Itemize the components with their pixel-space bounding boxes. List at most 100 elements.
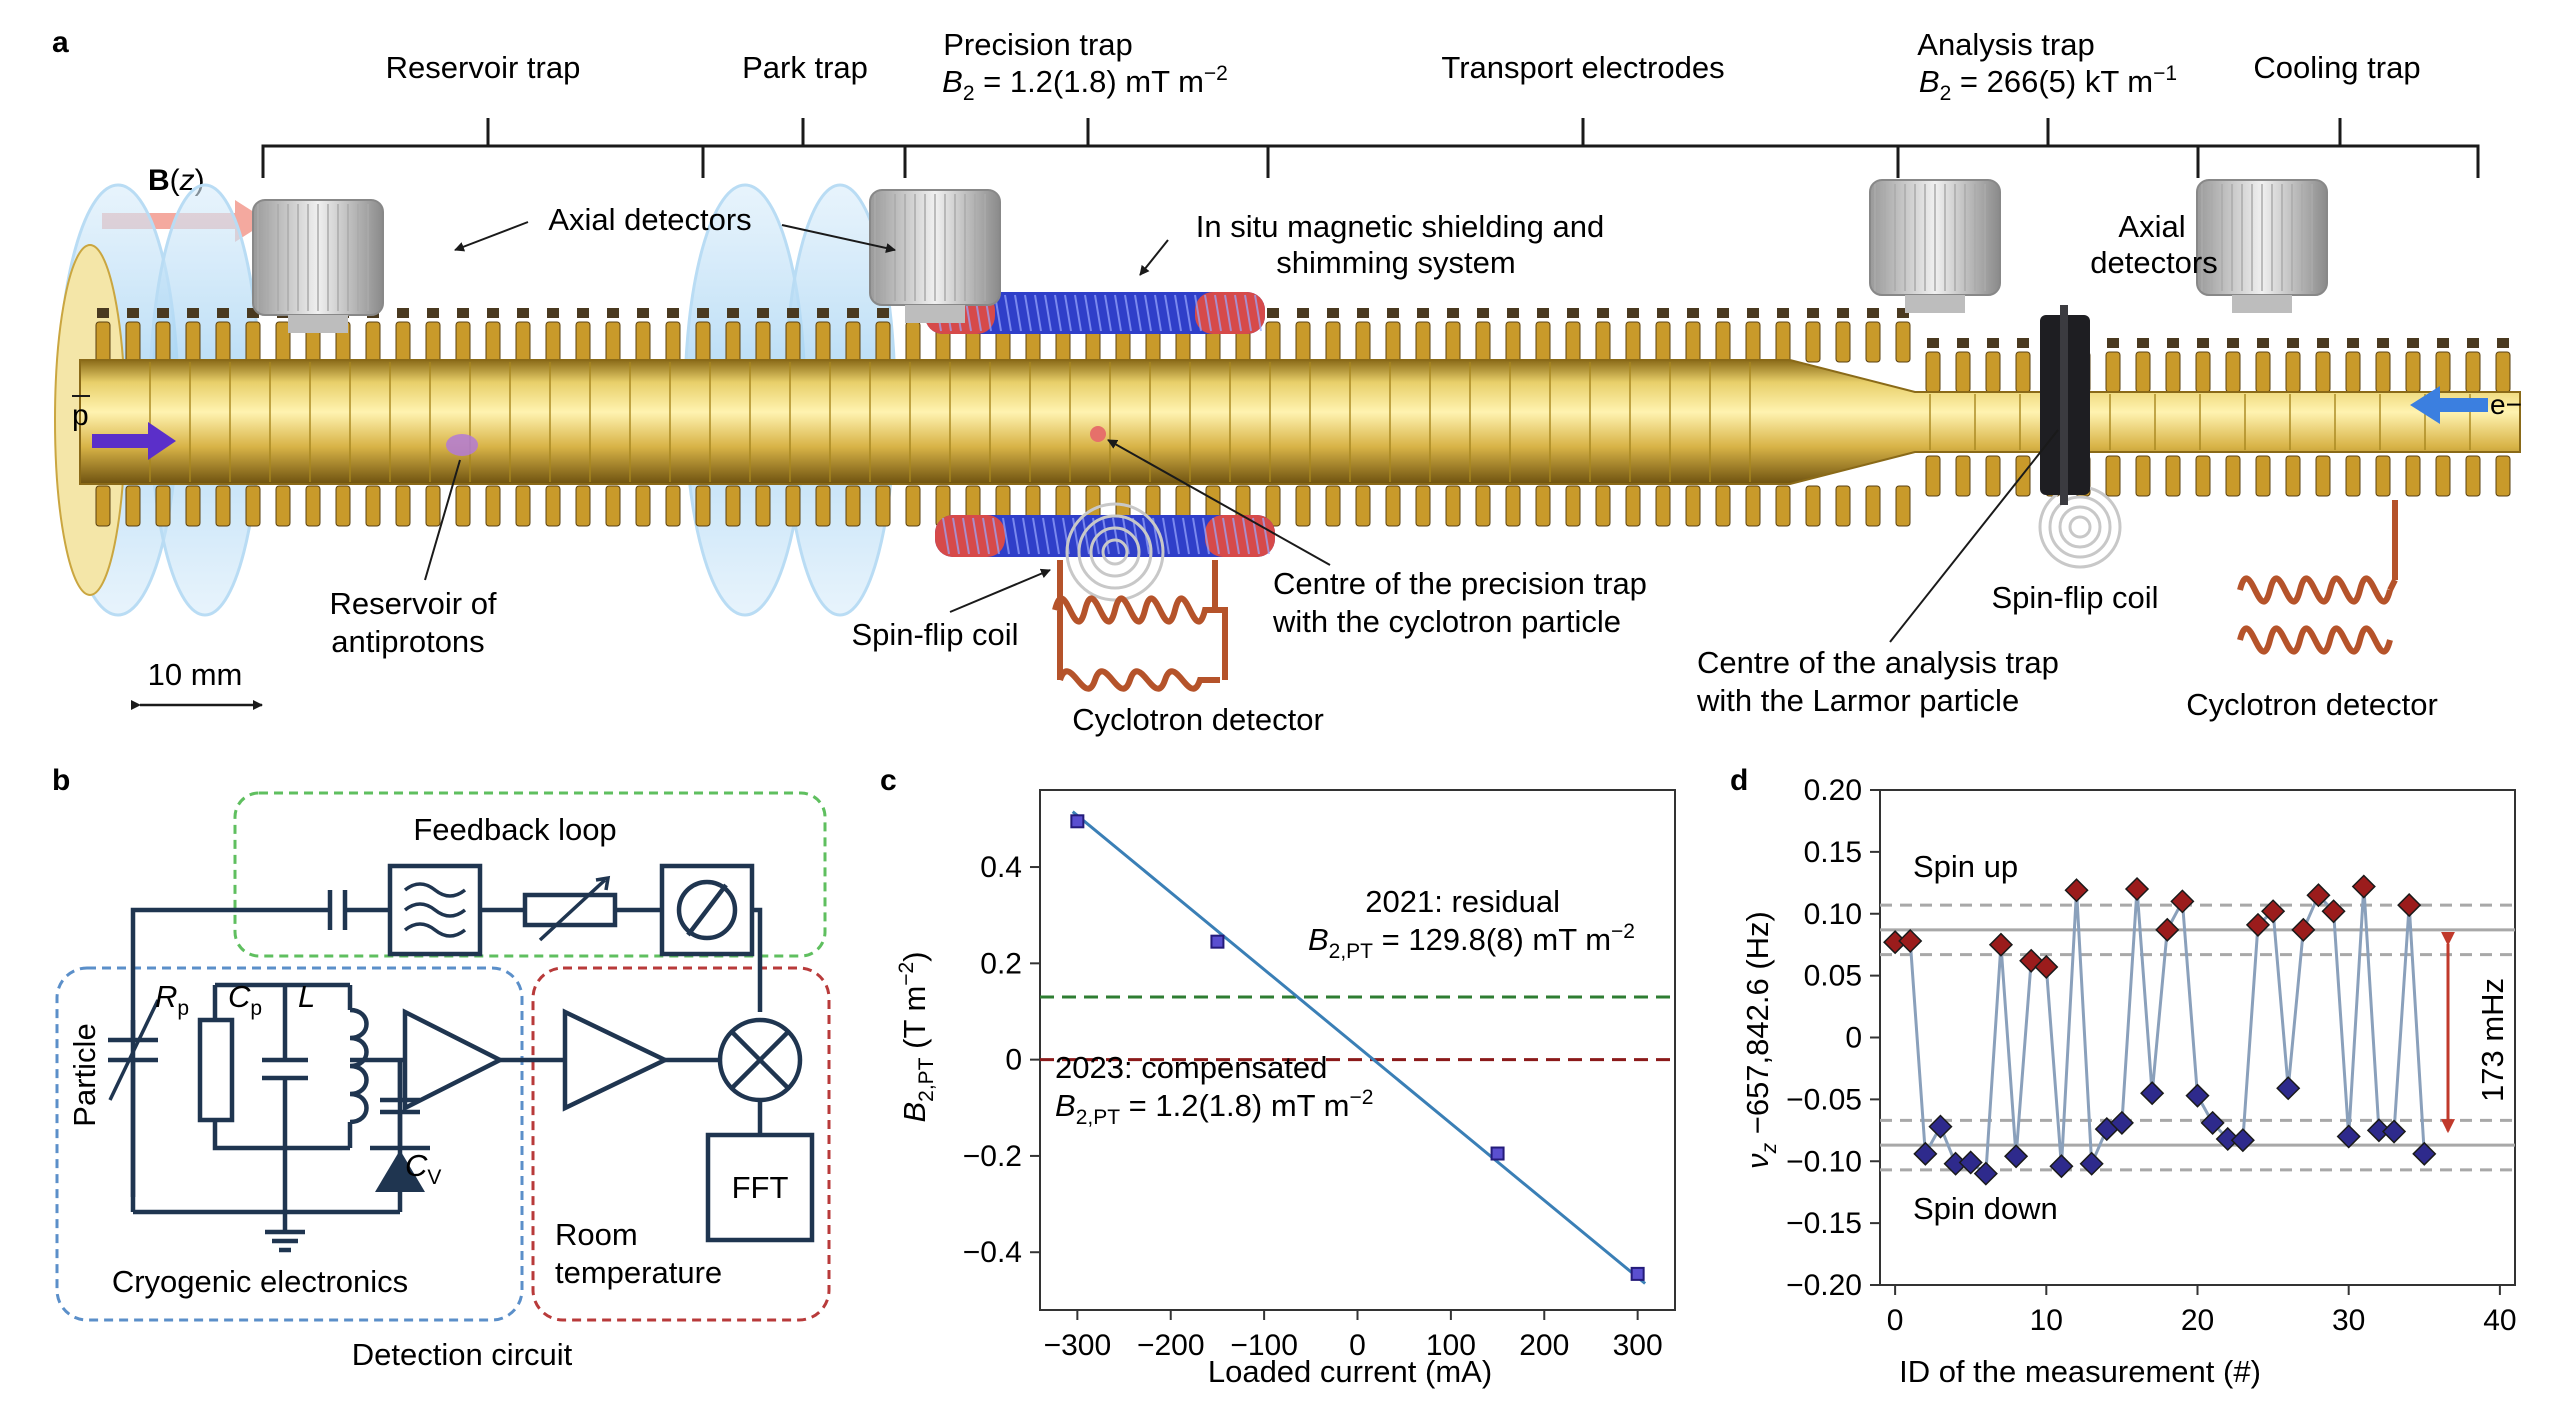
coil-winding xyxy=(1252,517,1260,555)
coil-winding xyxy=(1214,294,1222,332)
electron-label: e− xyxy=(2490,389,2522,420)
electron-arrow: e− xyxy=(2410,386,2522,424)
electrode-tooth xyxy=(2135,351,2151,393)
brace-reservoir xyxy=(261,118,705,178)
circuit xyxy=(108,863,815,1253)
cv-label: CV xyxy=(405,1148,441,1189)
chart-d-spin-down-point xyxy=(2366,1118,2391,1143)
brace-park xyxy=(701,118,907,178)
chart-d-spin-down-point xyxy=(2185,1083,2210,1108)
panel-letter-c: c xyxy=(880,764,897,797)
panel-a: a Reservoir trap Park trap Precision tra… xyxy=(52,26,2522,737)
electrode-tooth xyxy=(905,485,921,527)
electrode-cap xyxy=(1357,308,1369,318)
scale-bar-label: 10 mm xyxy=(148,657,243,692)
electrode-cap xyxy=(1447,308,1459,318)
chart-d-spin-down-point xyxy=(2109,1110,2134,1135)
electrode-tooth xyxy=(1475,485,1491,527)
section-label-analysis: Analysis trap xyxy=(1917,27,2094,62)
chart-d-spin-down-point xyxy=(2230,1128,2255,1153)
cyclotron-particle xyxy=(1090,426,1106,442)
chart-d-spin-down-point xyxy=(2049,1154,2074,1179)
spin-flip-coil-right-label: Spin-flip coil xyxy=(1991,580,2158,615)
electrode-cap xyxy=(607,308,619,318)
electrode-tooth xyxy=(2345,455,2361,497)
electrode-tooth xyxy=(185,485,201,527)
electrode-tooth xyxy=(425,321,441,363)
varactor-diode xyxy=(375,1150,425,1192)
electrode-tooth xyxy=(245,321,261,363)
electrode-cap xyxy=(97,308,109,318)
electrode-tooth xyxy=(1535,485,1551,527)
trap-tube xyxy=(79,359,2521,485)
coil-winding xyxy=(1032,517,1040,555)
coil-winding xyxy=(1192,517,1200,555)
chart-c-xtick-label: −100 xyxy=(1230,1329,1298,1362)
feedback-loop-box xyxy=(233,791,827,958)
electrode-tooth xyxy=(905,321,921,363)
chart-d-spin-up-point xyxy=(2397,893,2422,918)
electrode-tooth xyxy=(2495,351,2511,393)
electrode-tooth xyxy=(155,485,171,527)
electrode-tooth xyxy=(1445,321,1461,363)
feedback-loop-label: Feedback loop xyxy=(413,812,616,847)
chart-d-spin-up-point xyxy=(2245,912,2271,937)
section-label-reservoir: Reservoir trap xyxy=(386,50,581,85)
coil-winding xyxy=(952,517,960,555)
chart-d-spin-up-point xyxy=(2064,878,2089,903)
electrode-cap xyxy=(247,308,259,318)
chart-d-spin-up-point xyxy=(2321,899,2346,924)
electrode-tooth xyxy=(2345,351,2361,393)
precision-centre-label-2: with the cyclotron particle xyxy=(1272,604,1621,639)
coil-winding xyxy=(1124,294,1132,332)
electrode-cap xyxy=(1567,308,1579,318)
electrode-tooth xyxy=(485,485,501,527)
electrode-tooth xyxy=(2375,455,2391,497)
coil-winding xyxy=(1134,294,1142,332)
cylinder-mount xyxy=(2232,295,2292,313)
electrode-tooth xyxy=(2375,351,2391,393)
chart-c-annotation-2021-2: B2,PT = 129.8(8) mT m−2 xyxy=(1308,920,1635,963)
chart-c-xtick-label: −200 xyxy=(1137,1329,1205,1362)
electrode-cap xyxy=(1267,308,1279,318)
electrode-cap xyxy=(1987,338,1999,348)
coil-winding xyxy=(1244,294,1252,332)
reservoir-label-2: antiprotons xyxy=(331,624,484,659)
chart-c-ytick-label: −0.2 xyxy=(963,1140,1022,1173)
coil-winding xyxy=(1222,517,1230,555)
coil-winding xyxy=(1202,517,1210,555)
electrode-cap xyxy=(127,308,139,318)
coil-winding xyxy=(1082,517,1090,555)
cp-label: Cp xyxy=(228,979,262,1020)
coil-winding xyxy=(1002,517,1010,555)
electrode-tooth xyxy=(1385,485,1401,527)
electrode-tooth xyxy=(1925,351,1941,393)
chart-d-xtick-label: 30 xyxy=(2332,1304,2365,1337)
electrode-cap xyxy=(2227,338,2239,348)
electrode-tooth xyxy=(785,485,801,527)
section-label-park: Park trap xyxy=(742,50,868,85)
axial-detectors-right-label-2: detectors xyxy=(2090,245,2218,280)
electrode-tooth xyxy=(305,485,321,527)
chart-d-spin-down-point xyxy=(2200,1110,2225,1135)
brace-precision xyxy=(903,118,1270,178)
chart-d-spin-down-point xyxy=(2412,1141,2437,1166)
electrode-tooth xyxy=(1715,321,1731,363)
chart-d-spin-up-point xyxy=(2034,954,2059,980)
panel-b: b Feedback loop xyxy=(52,764,831,1372)
chart-d-spin-up-point xyxy=(2155,917,2180,942)
electrode-tooth xyxy=(2435,351,2451,393)
electrode-tooth xyxy=(1985,351,2001,393)
electrode-tooth xyxy=(425,485,441,527)
chart-d-spin-down-point xyxy=(1913,1141,1938,1166)
electrode-cap xyxy=(667,308,679,318)
chart-c-xtick-label: 200 xyxy=(1519,1329,1569,1362)
brace-transport xyxy=(1266,118,1900,178)
chart-d-spin-down-point xyxy=(2079,1151,2104,1176)
chart-d-ytick-label: −0.15 xyxy=(1786,1207,1862,1240)
chart-d-ytick-label: 0.15 xyxy=(1804,836,1862,869)
